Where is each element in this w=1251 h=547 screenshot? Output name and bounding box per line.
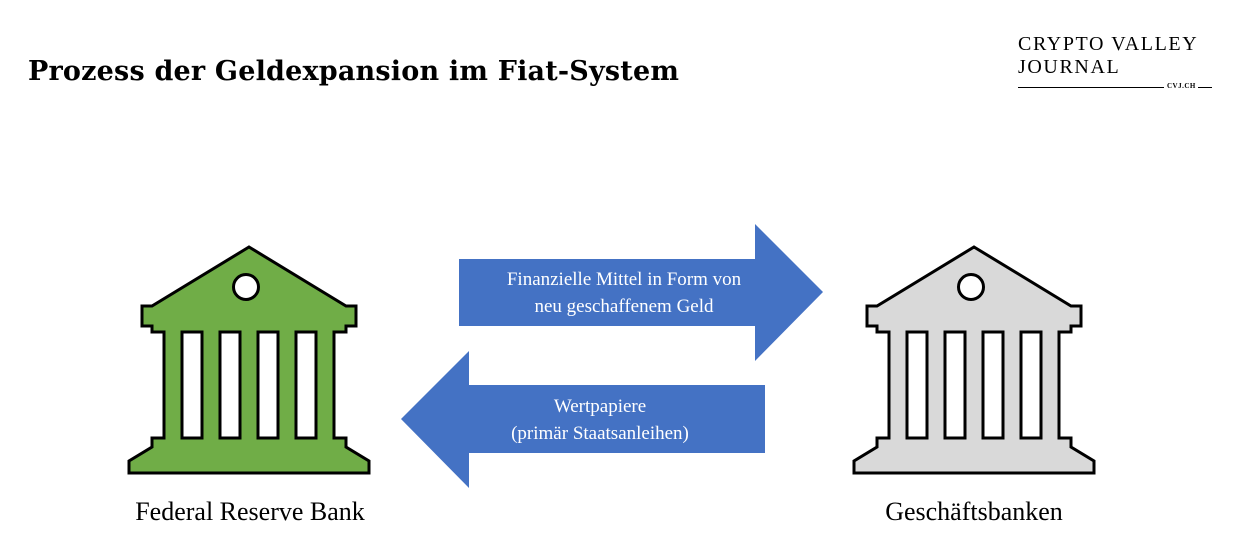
central-bank-label: Federal Reserve Bank (135, 497, 365, 526)
arrow-right (459, 224, 823, 361)
commercial-bank-icon (852, 245, 1096, 475)
logo-rule: CVJ.CH (1018, 81, 1214, 93)
logo-tag: CVJ.CH (1167, 82, 1196, 90)
commercial-bank-label: Geschäftsbanken (885, 497, 1063, 526)
arrow-left (401, 351, 765, 488)
arrow-right-line-2: neu geschaffenem Geld (534, 296, 714, 317)
arrow-right-label: Finanzielle Mittel in Form von neu gesch… (459, 266, 789, 320)
logo-rule-left (1018, 87, 1164, 88)
crypto-valley-journal-logo: CRYPTO VALLEY JOURNAL CVJ.CH (1018, 33, 1214, 93)
logo-rule-right (1198, 87, 1212, 88)
arrow-left-label: Wertpapiere (primär Staatsanleihen) (440, 393, 760, 447)
arrow-left-line-1: Wertpapiere (553, 396, 647, 417)
page-title: Prozess der Geldexpansion im Fiat-System (28, 56, 680, 87)
central-bank-icon (127, 245, 371, 475)
arrow-right-line-1: Finanzielle Mittel in Form von (506, 269, 742, 290)
logo-line-2: JOURNAL (1018, 56, 1121, 78)
logo-line-1: CRYPTO VALLEY (1018, 33, 1199, 55)
arrow-left-line-2: (primär Staatsanleihen) (511, 423, 689, 444)
